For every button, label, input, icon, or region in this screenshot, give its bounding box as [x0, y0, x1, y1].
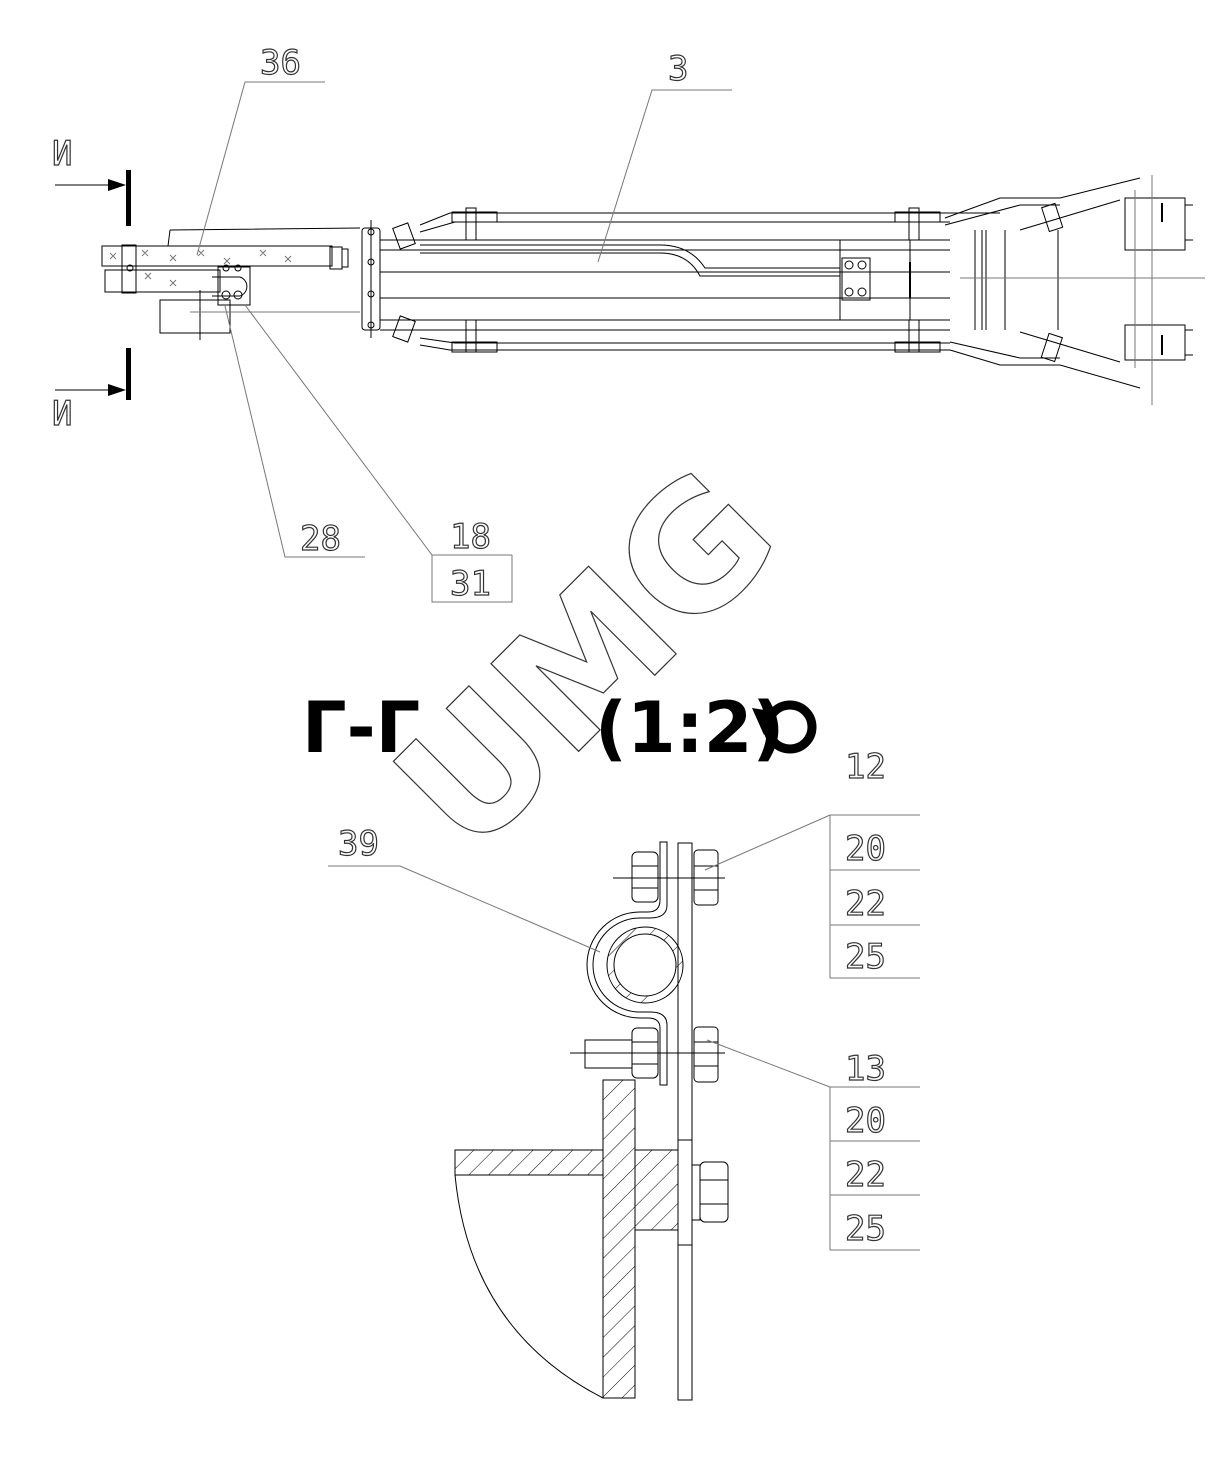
- svg-text:25: 25: [845, 1209, 886, 1249]
- callout-13-stack: 13 20 22 25: [706, 1039, 920, 1251]
- section-scale: (1:2): [595, 687, 784, 769]
- svg-text:39: 39: [338, 824, 379, 864]
- callout-12-stack: 12 20 22 25: [704, 746, 920, 979]
- callout-3: 3: [597, 48, 732, 263]
- section-title: Г-Г: [302, 687, 420, 769]
- svg-text:3: 3: [668, 49, 688, 89]
- watermark: UMG: [359, 433, 815, 889]
- svg-text:13: 13: [845, 1049, 886, 1089]
- top-view-assembly: И И: [51, 133, 1205, 435]
- section-arrow-icon: [108, 179, 126, 191]
- section-assembly: [454, 841, 729, 1401]
- svg-text:36: 36: [260, 43, 301, 83]
- svg-text:22: 22: [845, 1155, 886, 1195]
- svg-text:28: 28: [300, 519, 341, 559]
- svg-text:18: 18: [450, 517, 491, 557]
- svg-text:25: 25: [845, 937, 886, 977]
- callout-28: 28: [224, 305, 365, 560]
- callout-39: 39: [328, 823, 601, 953]
- svg-text:20: 20: [845, 829, 886, 869]
- svg-text:22: 22: [845, 884, 886, 924]
- callout-36: 36: [196, 42, 325, 256]
- section-arrow-icon: [108, 384, 126, 396]
- svg-text:20: 20: [845, 1101, 886, 1141]
- clamp: [451, 207, 941, 353]
- svg-text:12: 12: [845, 747, 886, 787]
- section-mark-bottom: И: [52, 394, 72, 434]
- section-mark-top: И: [52, 134, 72, 174]
- rotate-icon: [752, 700, 817, 754]
- callout-18-31: 18 31: [244, 304, 513, 605]
- svg-text:31: 31: [450, 564, 491, 604]
